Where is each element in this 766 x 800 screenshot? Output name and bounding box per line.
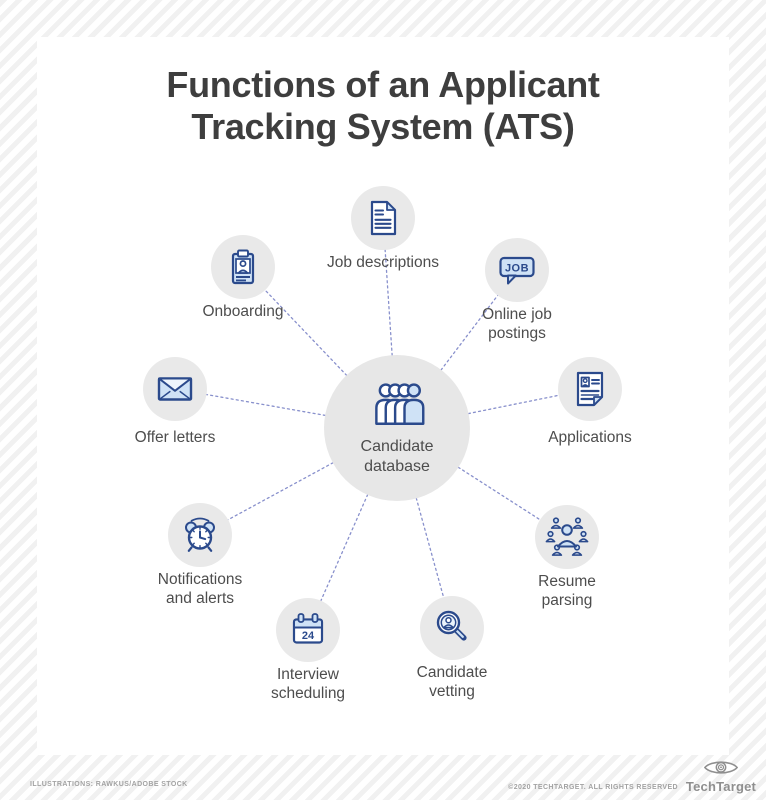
calendar-icon: 24 <box>292 613 324 644</box>
node-resume-parsing <box>535 505 599 569</box>
magnifier-person-icon <box>436 610 467 641</box>
people-group-icon <box>375 382 425 425</box>
node-label-resume-parsing: Resume parsing <box>538 573 596 609</box>
clipboard-person-icon <box>231 249 255 285</box>
techtarget-logo: TechTarget <box>682 757 760 794</box>
node-offer-letters <box>143 357 207 421</box>
job-speech-bubble-icon: JOB <box>499 256 535 285</box>
node-label-online-job-postings: Online job postings <box>482 306 552 342</box>
node-label-interview-scheduling: Interview scheduling <box>270 666 346 702</box>
job-text: JOB <box>505 262 529 274</box>
node-label-candidate-vetting: Candidate vetting <box>416 664 488 700</box>
brand-wordmark: TechTarget <box>685 779 757 794</box>
node-candidate-vetting <box>420 596 484 660</box>
node-interview-scheduling: 24 <box>276 598 340 662</box>
calendar-day-text: 24 <box>302 630 315 642</box>
document-icon <box>370 200 397 236</box>
node-label-job-descriptions: Job descriptions <box>326 254 440 271</box>
envelope-icon <box>157 377 193 401</box>
node-notifications-alerts <box>168 503 232 567</box>
node-onboarding <box>211 235 275 299</box>
node-label-applications: Applications <box>548 429 632 446</box>
node-label-offer-letters: Offer letters <box>134 429 216 446</box>
alarm-clock-icon <box>185 517 215 552</box>
hub-candidate-database: Candidate database <box>324 355 470 501</box>
page-title: Functions of an Applicant Tracking Syste… <box>166 64 600 147</box>
eye-target-icon <box>704 761 738 774</box>
node-applications <box>558 357 622 421</box>
node-label-onboarding: Onboarding <box>202 303 284 320</box>
node-job-descriptions <box>351 186 415 250</box>
node-online-job-postings: JOB <box>485 238 549 302</box>
copyright-notice: ©2020 TECHTARGET. ALL RIGHTS RESERVED <box>508 784 678 791</box>
illustration-credit: ILLUSTRATIONS: RAWKUS/ADOBE STOCK <box>30 781 188 788</box>
people-network-icon <box>545 517 589 556</box>
hub-label: Candidate database <box>360 437 434 475</box>
application-form-icon <box>576 371 604 407</box>
node-label-notifications-alerts: Notifications and alerts <box>157 571 243 607</box>
